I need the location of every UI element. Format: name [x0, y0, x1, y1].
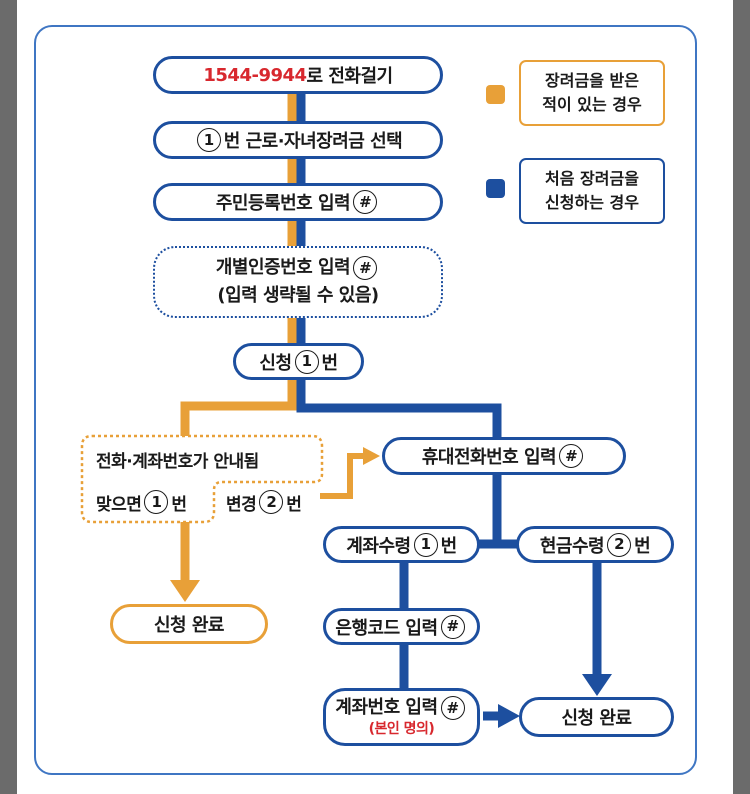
right-gray-bar [733, 0, 750, 794]
call-number: 1544-9944 [203, 64, 307, 86]
resident-mark: # [353, 190, 378, 214]
cash-receive-suffix: 번 [634, 535, 651, 557]
account-receive-prefix: 계좌수령 [346, 535, 411, 557]
select-text: 번 근로·자녀장려금 선택 [223, 131, 403, 152]
resident-text: 주민등록번호 입력 [215, 193, 351, 214]
auth-mark: # [353, 256, 378, 280]
blue-right-arrowhead [498, 704, 520, 728]
apply-prefix: 신청 [259, 352, 292, 374]
account-number-node: 계좌번호 입력# (본인 명의) [323, 688, 480, 746]
legend-first-time-label: 처음 장려금을 신청하는 경우 [519, 158, 665, 224]
resident-node: 주민등록번호 입력# [153, 183, 443, 221]
bank-code-mark: # [440, 614, 465, 639]
select-mark: 1 [196, 128, 221, 152]
complete-node-orange: 신청 완료 [110, 604, 268, 644]
announce-line2-prefix: 맞으면 [96, 494, 142, 515]
phone-mark: # [559, 444, 584, 468]
orange-change-arrowhead [363, 447, 380, 465]
announce-mark1: 1 [144, 490, 169, 514]
account-receive-mark: 1 [413, 532, 438, 557]
bank-code-text: 은행코드 입력 [335, 617, 438, 639]
legend-blue-swatch [486, 179, 505, 198]
account-number-note: (본인 명의) [368, 721, 435, 737]
bank-code-node: 은행코드 입력# [323, 608, 480, 645]
blue-cash-arrowhead [582, 674, 612, 696]
account-number-mark: # [440, 696, 465, 720]
auth-line2: (입력 생략될 수 있음) [217, 285, 379, 306]
apply-suffix: 번 [321, 352, 339, 374]
account-number-text: 계좌번호 입력 [335, 697, 438, 718]
orange-branch [180, 378, 297, 440]
announce-suffix1: 번 [171, 494, 187, 515]
phone-text: 휴대전화번호 입력 [421, 447, 557, 468]
auth-node: 개별인증번호 입력# (입력 생략될 수 있음) [153, 246, 443, 318]
call-suffix: 로 전화걸기 [306, 66, 394, 87]
cash-receive-prefix: 현금수령 [539, 535, 605, 557]
change-mark: 2 [259, 490, 284, 514]
complete-node-blue: 신청 완료 [519, 697, 674, 737]
change-prefix: 변경 [226, 494, 257, 515]
cash-receive-mark: 2 [607, 532, 632, 557]
announce-line1: 전화·계좌번호가 안내됨 [96, 451, 259, 472]
legend-orange-swatch [486, 85, 505, 104]
left-gray-bar [0, 0, 17, 794]
account-receive-suffix: 번 [440, 535, 458, 557]
auth-line1: 개별인증번호 입력 [215, 257, 351, 278]
apply-mark: 1 [294, 349, 319, 374]
orange-change-arrow [320, 453, 365, 499]
legend-existing-label: 장려금을 받은 적이 있는 경우 [519, 60, 665, 126]
phone-node: 휴대전화번호 입력# [382, 437, 626, 475]
change-suffix: 번 [286, 494, 302, 515]
orange-down-arrowhead [170, 580, 200, 602]
diagram-frame [34, 25, 697, 775]
blue-branch [296, 378, 502, 438]
